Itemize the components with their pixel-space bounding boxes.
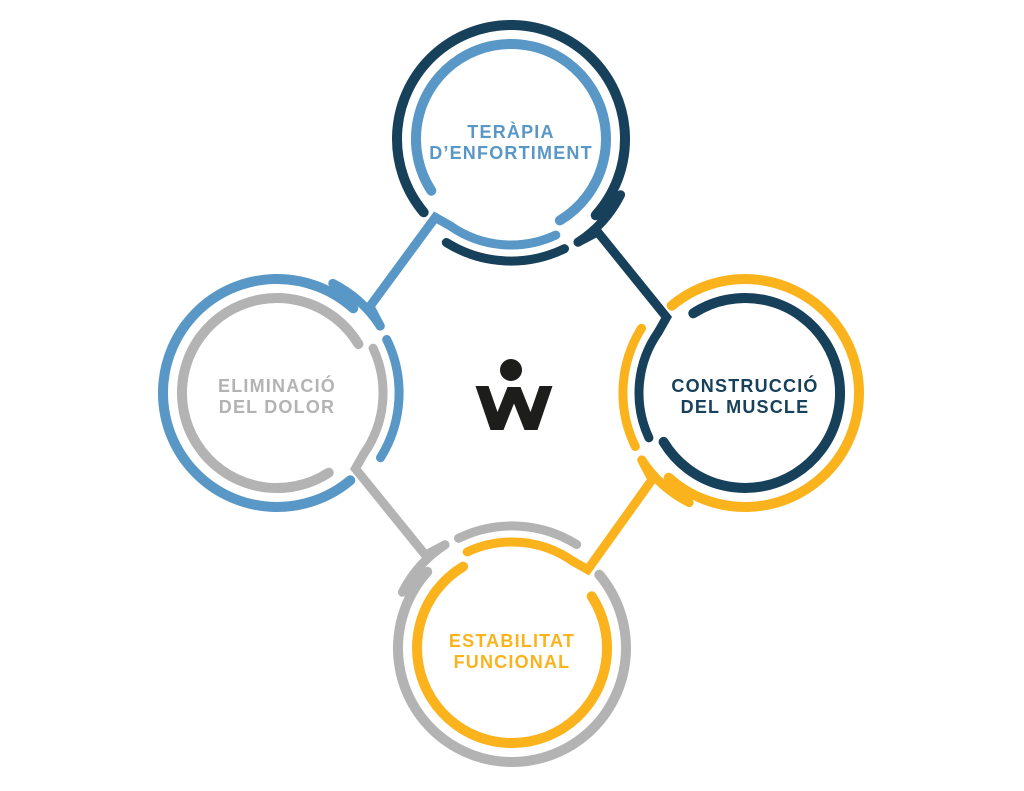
functional-stability-accent-arc bbox=[454, 521, 582, 549]
label-line: FUNCIONAL bbox=[453, 652, 571, 672]
functional-stability-outer-ring bbox=[393, 566, 631, 767]
node-label-pain-elimination: ELIMINACIÓ DEL DOLOR bbox=[218, 376, 336, 418]
strength-therapy-outer-ring bbox=[392, 20, 630, 221]
connector-navy bbox=[573, 226, 673, 337]
connector-gray bbox=[349, 449, 450, 561]
pain-elimination-inner-ring bbox=[177, 293, 364, 494]
muscle-building-outer-ring bbox=[663, 274, 864, 512]
logo-dot bbox=[500, 359, 522, 381]
logo-w-icon bbox=[475, 359, 553, 430]
pain-elimination-outer-ring bbox=[158, 274, 359, 512]
label-line: TERÀPIA bbox=[467, 122, 555, 142]
pain-elimination-inner-hook-arc bbox=[359, 343, 388, 459]
label-line: CONSTRUCCIÓ bbox=[671, 376, 819, 396]
label-line: ELIMINACIÓ bbox=[218, 376, 336, 396]
logo-w-glyph bbox=[475, 386, 553, 430]
muscle-building-outer-hook-arc bbox=[637, 455, 694, 508]
strength-therapy-inner-ring bbox=[410, 39, 611, 226]
node-label-strength-therapy: TERÀPIA D’ENFORTIMENT bbox=[429, 122, 593, 164]
strength-therapy-accent-arc bbox=[441, 238, 569, 266]
muscle-building-inner-ring bbox=[658, 292, 845, 493]
functional-stability-inner-ring bbox=[412, 561, 613, 748]
label-line: DEL DOLOR bbox=[218, 397, 336, 417]
pain-elimination-accent-arc bbox=[376, 335, 404, 463]
strength-therapy-outer-hook-arc bbox=[573, 190, 626, 247]
pain-elimination-outer-hook-arc bbox=[328, 278, 385, 331]
connector-yellow bbox=[568, 455, 658, 576]
muscle-building-accent-arc bbox=[618, 323, 646, 451]
node-label-muscle-building: CONSTRUCCIÓ DEL MUSCLE bbox=[671, 376, 818, 418]
functional-stability-inner-hook-arc bbox=[462, 537, 578, 566]
strength-therapy-inner-hook-arc bbox=[445, 221, 561, 250]
muscle-building-inner-hook-arc bbox=[634, 327, 663, 443]
node-label-functional-stability: ESTABILITAT FUNCIONAL bbox=[449, 631, 575, 673]
functional-stability-outer-hook-arc bbox=[397, 540, 450, 597]
connector-blue bbox=[364, 211, 455, 331]
label-line: D’ENFORTIMENT bbox=[429, 143, 593, 163]
label-line: ESTABILITAT bbox=[448, 631, 576, 651]
label-line: DEL MUSCLE bbox=[680, 397, 810, 417]
